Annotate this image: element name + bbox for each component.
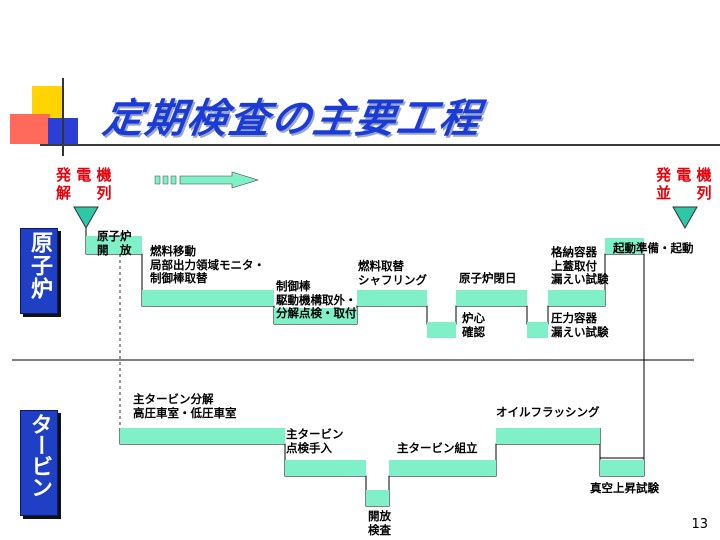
triangle-right: [672, 206, 698, 230]
label-line: 起動準備・起動: [613, 241, 694, 255]
page-number: 13: [691, 517, 708, 532]
label-turbine-inspection: 主タービン 点検手入: [286, 427, 344, 455]
label-line: オイルフラッシング: [496, 405, 600, 419]
label-line: 検査: [368, 522, 391, 537]
label-reactor-close: 原子炉閉日: [459, 271, 517, 286]
triangle-left: [73, 206, 99, 230]
label-line: 主タービン分解: [133, 392, 214, 406]
label-line: 開放: [368, 509, 391, 523]
marker-left-bottom: 解 列: [56, 184, 112, 202]
bar-reactor-close: [456, 290, 527, 306]
label-line: 制御棒: [276, 279, 311, 293]
row-label-reactor-text: 原子炉: [27, 231, 52, 300]
bar-containment-test: [548, 290, 605, 306]
label-line: 主タービン組立: [397, 441, 478, 455]
label-line: 燃料移動: [150, 244, 196, 258]
label-line: 燃料取替: [358, 259, 404, 273]
marker-left-top: 発 電 機: [56, 166, 112, 184]
bar-startup: [605, 238, 644, 254]
label-control-rod-drive: 制御棒 駆動機構取外・ 分解点検・取付: [276, 279, 357, 321]
row-label-reactor: 原子炉: [20, 228, 58, 314]
label-line: シャフリング: [358, 272, 427, 287]
label-line: 主タービン: [286, 427, 344, 441]
label-line: 原子炉閉日: [459, 271, 517, 285]
marker-right-bottom: 並 列: [656, 184, 712, 202]
label-containment-test: 格納容器 上蓋取付 漏えい試験: [551, 245, 609, 287]
bar-vacuum-test: [600, 460, 644, 476]
arrow-dot-3: [170, 175, 177, 185]
label-line: 格納容器: [551, 245, 597, 259]
arrow-dot-2: [162, 175, 169, 185]
label-line: 原子炉: [97, 229, 132, 243]
label-turbine-disassembly: 主タービン分解 高圧車室・低圧車室: [133, 392, 237, 420]
label-line: 開 放: [97, 242, 132, 257]
bar-fuel-move: [142, 290, 274, 306]
label-line: 上蓋取付: [551, 258, 597, 273]
label-line: 漏えい試験: [551, 272, 609, 286]
bar-turbine-assembly: [389, 460, 496, 476]
label-line: 点検手入: [286, 440, 332, 455]
marker-right: 発 電 機 並 列: [656, 166, 711, 202]
label-open-inspection: 開放 検査: [368, 509, 391, 537]
row-label-turbine: タービン: [20, 410, 58, 516]
label-line: 漏えい試験: [551, 324, 609, 339]
label-line: 真空上昇試験: [590, 481, 659, 495]
bar-oil-flushing: [496, 428, 600, 444]
arrow-dot-1: [154, 175, 161, 185]
label-core-check: 炉心 確認: [462, 311, 485, 339]
bar-turbine-disassembly: [120, 428, 285, 444]
label-line: 圧力容器: [551, 311, 597, 325]
label-fuel-move: 燃料移動 局部出力領域モニタ・ 制御棒取替: [150, 244, 265, 286]
bar-turbine-inspection: [285, 460, 366, 476]
label-pressure-vessel-test: 圧力容器 漏えい試験: [551, 311, 609, 339]
label-turbine-assembly: 主タービン組立: [397, 441, 478, 456]
label-line: 炉心: [462, 311, 485, 325]
bar-control-rod-drive: [274, 308, 357, 324]
bar-pressure-vessel-test: [527, 322, 548, 338]
label-line: 制御棒取替: [150, 271, 208, 285]
label-fuel-shuffle: 燃料取替 シャフリング: [358, 259, 427, 287]
marker-right-top: 発 電 機: [656, 166, 712, 184]
label-line: 局部出力領域モニタ・: [150, 257, 265, 272]
bar-open-inspection: [366, 490, 389, 506]
label-vacuum-test: 真空上昇試験: [590, 481, 659, 496]
label-line: 分解点検・取付: [276, 306, 357, 320]
bar-fuel-shuffle: [357, 290, 427, 306]
marker-left: 発 電 機 解 列: [56, 166, 111, 202]
row-label-turbine-text: タービン: [27, 413, 52, 497]
label-line: 駆動機構取外・: [276, 292, 357, 307]
label-startup: 起動準備・起動: [613, 241, 694, 256]
label-line: 高圧車室・低圧車室: [133, 405, 237, 420]
label-reactor-open: 原子炉 開 放: [97, 229, 132, 257]
bar-reactor-open: [86, 236, 142, 254]
label-oil-flushing: オイルフラッシング: [496, 405, 600, 420]
arrow-shape: [179, 171, 260, 189]
label-line: 確認: [462, 324, 485, 339]
bar-core-check: [427, 322, 456, 338]
